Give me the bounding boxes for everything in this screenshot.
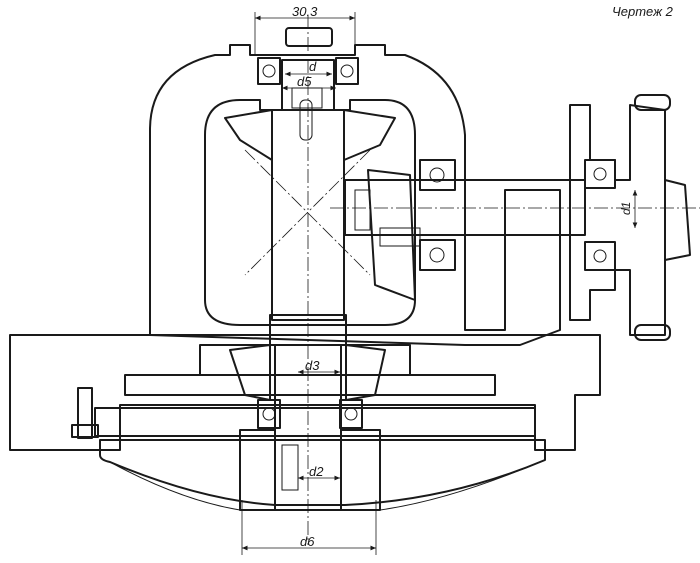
dimension-lines	[241, 12, 638, 555]
dim-label-d5: d5	[297, 74, 312, 89]
dim-label-d: d	[309, 59, 317, 74]
dim-label-d3: d3	[305, 358, 320, 373]
housing-upper	[149, 44, 561, 346]
dim-label-d1: d1	[619, 202, 633, 215]
right-flange	[569, 94, 691, 341]
center-lines	[244, 15, 700, 545]
bevel-gear-upper	[224, 109, 396, 161]
horizontal-shaft	[344, 169, 586, 301]
dim-label-30-3: 30.3	[292, 4, 318, 19]
lower-gear	[229, 344, 386, 401]
lower-bearings	[239, 399, 381, 511]
drawing-title: Чертеж 2	[612, 4, 674, 19]
horizontal-bearings	[419, 159, 616, 271]
dim-label-d6: d6	[300, 534, 315, 549]
dim-label-d2: d2	[309, 464, 324, 479]
left-bolt	[71, 387, 99, 439]
upper-bearings	[257, 57, 359, 85]
